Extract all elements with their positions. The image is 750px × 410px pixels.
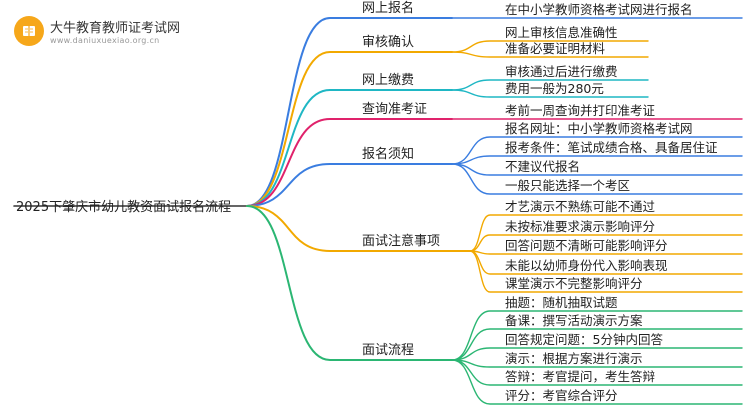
logo: 大牛教育教师证考试网 www.daniuxuexiao.org.cn — [14, 10, 234, 52]
leaf-connector — [451, 155, 743, 165]
branch-label: 网上报名 — [362, 1, 415, 16]
leaf-connector — [451, 359, 743, 405]
leaf-connector — [451, 163, 743, 195]
logo-title: 大牛教育教师证考试网 — [50, 21, 181, 36]
leaf-connector — [451, 89, 649, 98]
leaf-connector — [451, 310, 743, 361]
leaf-label: 网上审核信息准确性 — [505, 25, 618, 40]
logo-badge-icon — [14, 16, 44, 46]
leaf-connector — [469, 250, 743, 293]
leaf-label: 未能以幼师身份代入影响表现 — [505, 258, 668, 273]
branch-label: 面试注意事项 — [362, 234, 441, 249]
branch-label: 面试流程 — [362, 343, 415, 358]
leaf-label: 不建议代报名 — [505, 159, 581, 174]
branch-label: 审核确认 — [362, 35, 415, 50]
leaf-label: 费用一般为280元 — [505, 81, 604, 96]
branch-connector — [246, 205, 471, 252]
leaf-label: 考前一周查询并打印准考证 — [505, 103, 656, 118]
branch-connector — [246, 89, 453, 207]
branch-connector — [246, 51, 453, 207]
logo-subtitle: www.daniuxuexiao.org.cn — [50, 36, 160, 45]
leaf-label: 未按标准要求演示影响评分 — [505, 219, 656, 234]
branch-connector — [246, 118, 453, 207]
branch-connector — [246, 205, 453, 361]
branch-connector — [246, 163, 453, 207]
leaf-label: 在中小学教师资格考试网进行报名 — [505, 2, 693, 17]
branch-label: 网上缴费 — [362, 73, 415, 88]
leaf-label: 抽题：随机抽取试题 — [505, 295, 618, 310]
leaf-connector — [451, 51, 649, 58]
leaf-label: 才艺演示不熟练可能不通过 — [505, 199, 656, 214]
branch-label: 查询准考证 — [362, 102, 428, 117]
leaf-label: 准备必要证明材料 — [505, 41, 606, 56]
leaf-label: 回答规定问题：5分钟内回答 — [505, 332, 663, 347]
leaf-label: 答辩：考官提问，考生答辩 — [505, 369, 656, 384]
leaf-connector — [451, 163, 743, 176]
leaf-label: 备课：撰写活动演示方案 — [505, 313, 643, 328]
leaf-label: 课堂演示不完整影响评分 — [505, 276, 643, 291]
leaf-label: 回答问题不清晰可能影响评分 — [505, 238, 668, 253]
branch-label: 报名须知 — [362, 147, 415, 162]
leaf-label: 演示：根据方案进行演示 — [505, 351, 643, 366]
leaf-label: 报考条件：笔试成绩合格、具备居住证 — [505, 140, 718, 155]
leaf-label: 一般只能选择一个考区 — [505, 178, 631, 193]
leaf-connector — [469, 214, 743, 252]
mindmap-root: 2025下肇庆市幼儿教资面试报名流程 — [16, 200, 232, 215]
leaf-label: 报名网址：中小学教师资格考试网 — [505, 121, 693, 136]
leaf-label: 审核通过后进行缴费 — [505, 64, 618, 79]
leaf-label: 评分：考官综合评分 — [505, 388, 618, 403]
branch-connector — [246, 17, 453, 207]
